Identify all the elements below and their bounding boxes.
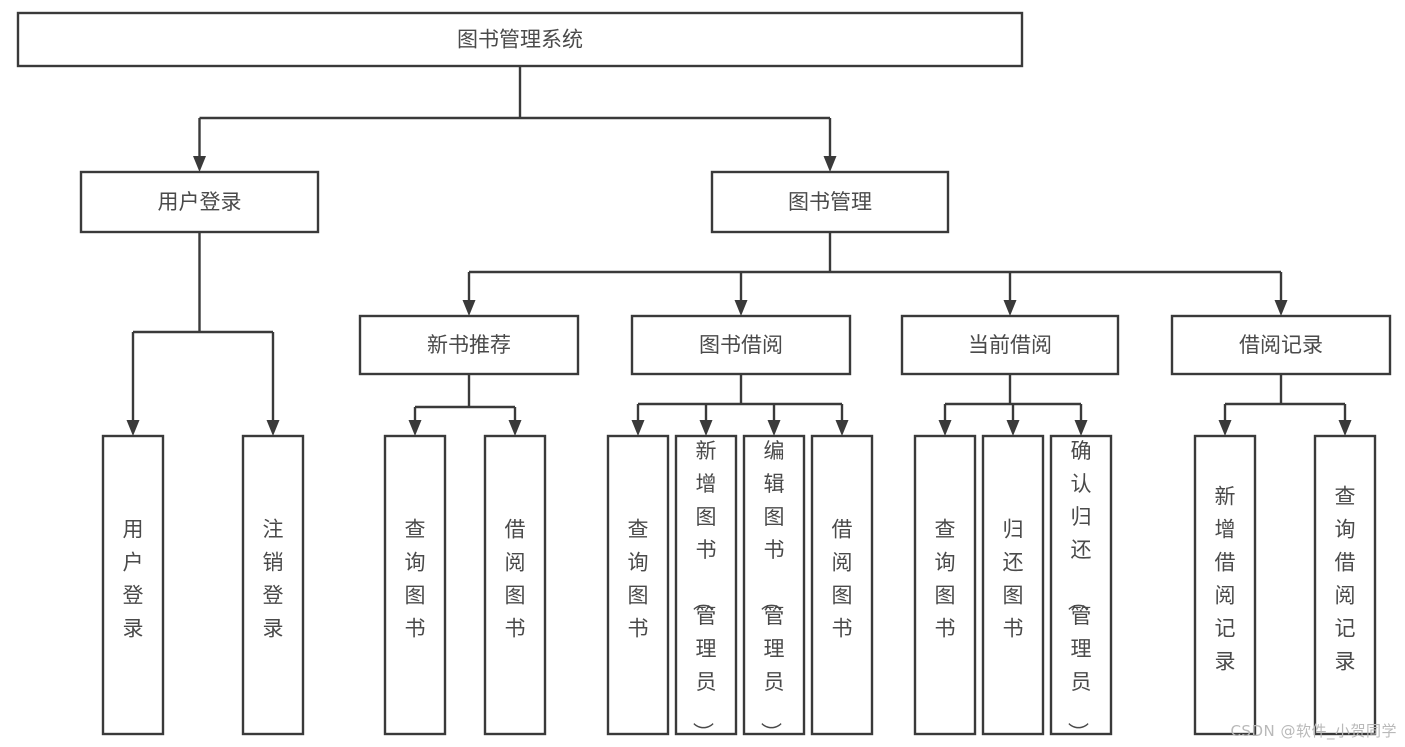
node-box-leaf-edit-book-admin[interactable] xyxy=(742,434,806,736)
node-box-leaf-return-book[interactable] xyxy=(981,434,1045,736)
node-box-leaf-logout-login[interactable] xyxy=(241,434,305,736)
node-label-leaf-return-book: 归还图书 xyxy=(1003,518,1024,641)
node-box-leaf-borrow-book[interactable] xyxy=(810,434,874,736)
arrow-head-icon xyxy=(1274,300,1288,316)
node-leaf-query-book-recommend[interactable]: 查询图书 xyxy=(383,434,447,736)
node-label-leaf-logout-login: 注销登录 xyxy=(263,518,284,641)
node-label-new-book-recommend: 新书推荐 xyxy=(427,333,511,357)
node-leaf-add-borrow-record[interactable]: 新增借阅记录 xyxy=(1193,434,1257,736)
arrow-head-icon xyxy=(767,420,781,436)
arrow-head-icon xyxy=(193,156,206,172)
node-new-book-recommend[interactable]: 新书推荐 xyxy=(358,314,580,376)
node-box-new-book-recommend[interactable] xyxy=(358,314,580,376)
arrow-head-icon xyxy=(126,420,140,436)
node-label-borrow-record: 借阅记录 xyxy=(1239,333,1323,357)
node-box-leaf-query-book-borrow[interactable] xyxy=(606,434,670,736)
node-leaf-query-book-current[interactable]: 查询图书 xyxy=(913,434,977,736)
connector-book-borrow xyxy=(631,374,849,436)
connector-current-borrow xyxy=(938,374,1088,436)
arrow-head-icon xyxy=(734,300,748,316)
node-book-management[interactable]: 图书管理 xyxy=(710,170,950,234)
node-label-book-management: 图书管理 xyxy=(788,190,872,214)
node-label-root: 图书管理系统 xyxy=(457,28,583,52)
node-label-current-borrow: 当前借阅 xyxy=(968,333,1052,357)
node-box-leaf-add-borrow-record[interactable] xyxy=(1193,434,1257,736)
node-leaf-borrow-book[interactable]: 借阅图书 xyxy=(810,434,874,736)
arrow-head-icon xyxy=(1338,420,1352,436)
node-leaf-logout-login[interactable]: 注销登录 xyxy=(241,434,305,736)
node-box-leaf-user-login[interactable] xyxy=(101,434,165,736)
node-box-book-management[interactable] xyxy=(710,170,950,234)
node-box-leaf-borrow-book-recommend[interactable] xyxy=(483,434,547,736)
arrow-head-icon xyxy=(266,420,280,436)
node-label-user-login: 用户登录 xyxy=(158,190,242,214)
arrow-head-icon xyxy=(823,156,837,172)
arrow-head-icon xyxy=(1003,300,1017,316)
node-leaf-add-book-admin[interactable]: 新增图书（管理员） xyxy=(674,434,738,743)
node-label-leaf-query-book-recommend: 查询图书 xyxy=(405,518,426,641)
node-user-login[interactable]: 用户登录 xyxy=(79,170,320,234)
node-label-leaf-confirm-return-admin: 确认归还（管理员） xyxy=(1066,439,1092,743)
node-current-borrow[interactable]: 当前借阅 xyxy=(900,314,1120,376)
node-box-user-login[interactable] xyxy=(79,170,320,234)
connector-borrow-record xyxy=(1218,374,1352,436)
node-label-book-borrow: 图书借阅 xyxy=(699,333,783,357)
node-box-borrow-record[interactable] xyxy=(1170,314,1392,376)
node-leaf-confirm-return-admin[interactable]: 确认归还（管理员） xyxy=(1049,434,1113,743)
node-book-borrow[interactable]: 图书借阅 xyxy=(630,314,852,376)
node-box-leaf-query-borrow-record[interactable] xyxy=(1313,434,1377,736)
connector-layer xyxy=(126,66,1352,436)
arrow-head-icon xyxy=(835,420,849,436)
node-label-leaf-borrow-book-recommend: 借阅图书 xyxy=(505,518,526,641)
node-label-leaf-query-book-borrow: 查询图书 xyxy=(628,518,649,641)
node-label-leaf-edit-book-admin: 编辑图书（管理员） xyxy=(759,439,785,743)
connector-new-book-recommend xyxy=(408,374,522,436)
node-label-leaf-query-book-current: 查询图书 xyxy=(935,518,956,641)
node-leaf-edit-book-admin[interactable]: 编辑图书（管理员） xyxy=(742,434,806,743)
connector-user-login xyxy=(126,232,280,436)
node-label-leaf-query-borrow-record: 查询借阅记录 xyxy=(1335,485,1356,674)
node-box-leaf-query-book-current[interactable] xyxy=(913,434,977,736)
arrow-head-icon xyxy=(462,300,476,316)
arrow-head-icon xyxy=(1218,420,1232,436)
node-label-leaf-user-login: 用户登录 xyxy=(123,518,144,641)
arrow-head-icon xyxy=(508,420,522,436)
node-leaf-query-book-borrow[interactable]: 查询图书 xyxy=(606,434,670,736)
arrow-head-icon xyxy=(631,420,645,436)
node-box-root[interactable] xyxy=(16,11,1024,68)
node-label-leaf-add-borrow-record: 新增借阅记录 xyxy=(1215,485,1236,674)
node-box-leaf-query-book-recommend[interactable] xyxy=(383,434,447,736)
node-leaf-borrow-book-recommend[interactable]: 借阅图书 xyxy=(483,434,547,736)
node-borrow-record[interactable]: 借阅记录 xyxy=(1170,314,1392,376)
node-leaf-user-login[interactable]: 用户登录 xyxy=(101,434,165,736)
arrow-head-icon xyxy=(938,420,952,436)
arrow-head-icon xyxy=(1006,420,1020,436)
node-box-current-borrow[interactable] xyxy=(900,314,1120,376)
node-leaf-query-borrow-record[interactable]: 查询借阅记录 xyxy=(1313,434,1377,736)
node-label-leaf-add-book-admin: 新增图书（管理员） xyxy=(691,439,717,743)
node-leaf-return-book[interactable]: 归还图书 xyxy=(981,434,1045,736)
arrow-head-icon xyxy=(408,420,422,436)
connector-root xyxy=(193,66,837,172)
arrow-head-icon xyxy=(1074,420,1088,436)
node-box-leaf-add-book-admin[interactable] xyxy=(674,434,738,736)
node-box-leaf-confirm-return-admin[interactable] xyxy=(1049,434,1113,736)
node-box-book-borrow[interactable] xyxy=(630,314,852,376)
node-root[interactable]: 图书管理系统 xyxy=(16,11,1024,68)
node-layer: 图书管理系统用户登录图书管理新书推荐图书借阅当前借阅借阅记录用户登录注销登录查询… xyxy=(16,11,1392,743)
node-label-leaf-borrow-book: 借阅图书 xyxy=(832,518,853,641)
connector-book-management xyxy=(462,232,1288,316)
arrow-head-icon xyxy=(699,420,713,436)
